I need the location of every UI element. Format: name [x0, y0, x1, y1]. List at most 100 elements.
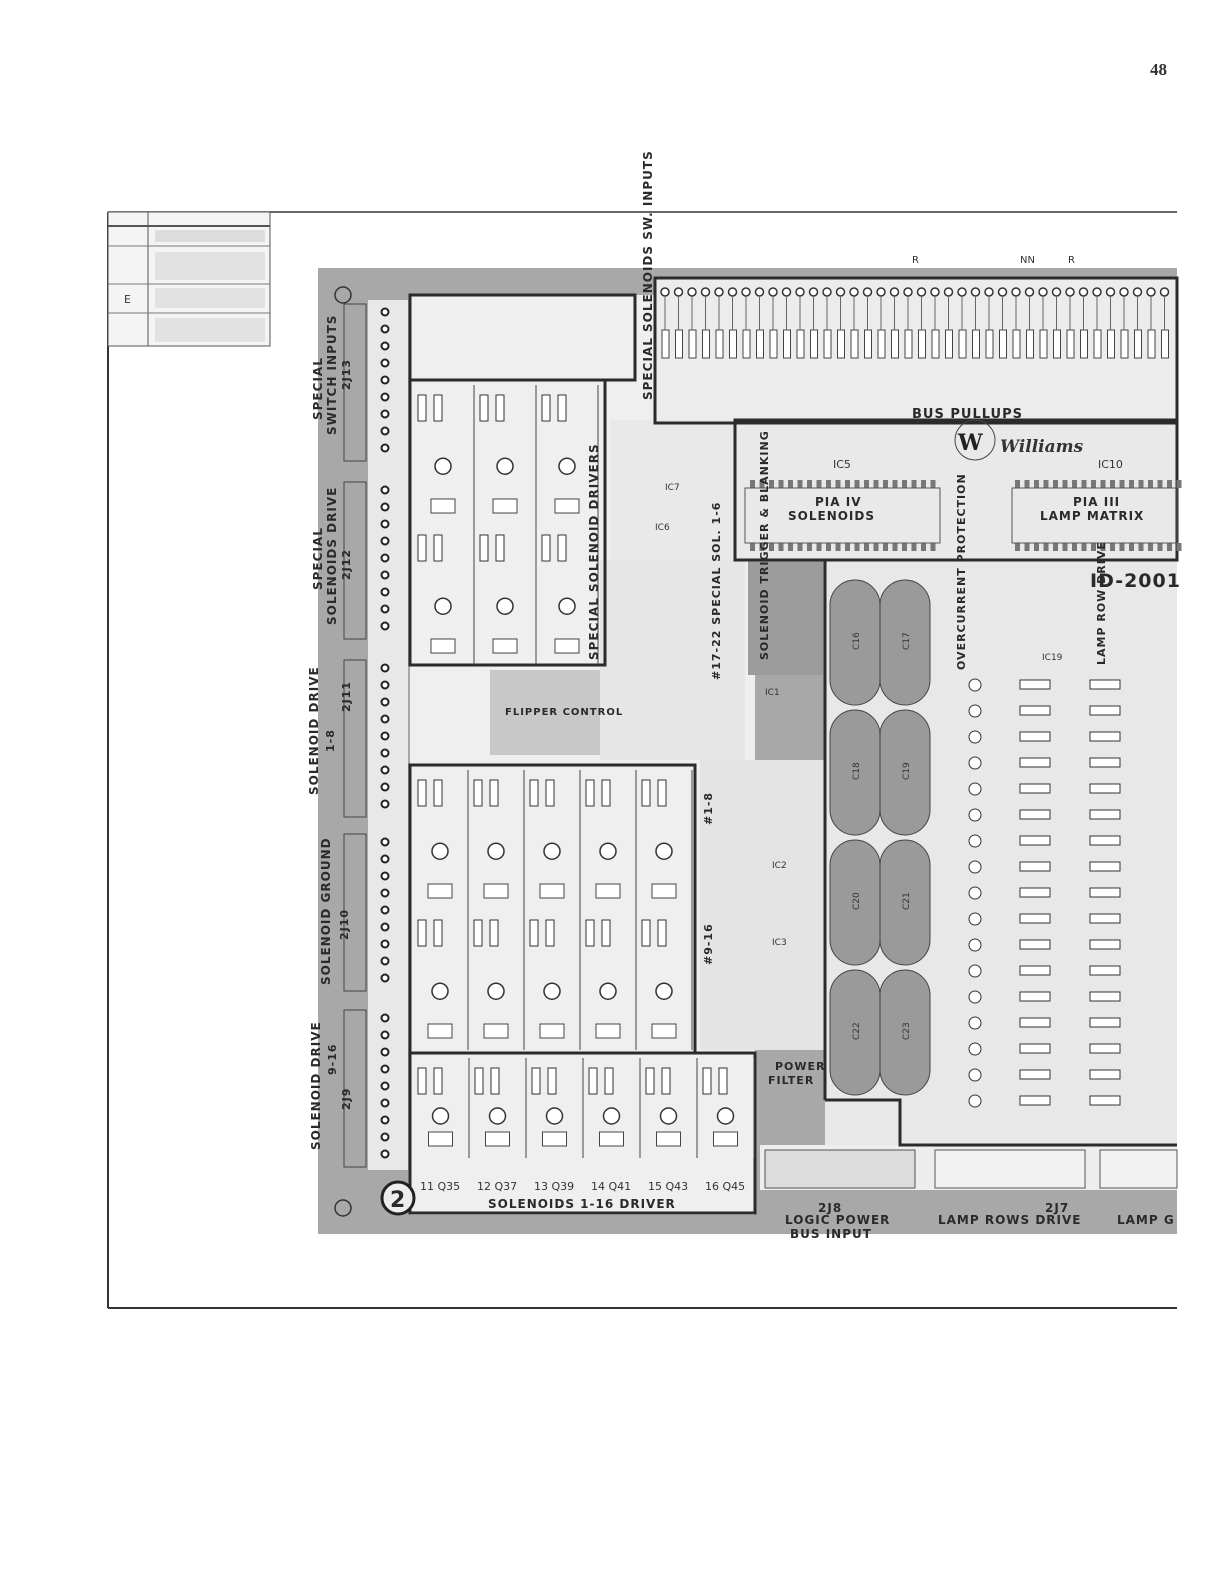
resistor [1089, 913, 1121, 924]
transistor-tab [595, 1023, 621, 1039]
transistor [431, 842, 449, 860]
ic-pin [845, 480, 850, 488]
label-title: SPECIAL [311, 527, 325, 590]
label-title: SOLENOID DRIVE [307, 666, 321, 795]
ic-pin [835, 543, 841, 551]
resistor [433, 394, 443, 422]
ic10-label: IC10 [1098, 458, 1123, 471]
resistor [479, 394, 489, 422]
pullup-pad [687, 287, 697, 297]
pullup-pad [1092, 287, 1102, 297]
resistor [601, 919, 611, 947]
resistor [1019, 861, 1051, 872]
resistor [1019, 1043, 1051, 1054]
ic-pin [1110, 543, 1115, 551]
label-title: SWITCH INPUTS [325, 315, 339, 435]
pullup-resistor [1161, 329, 1169, 359]
transistor [545, 1107, 564, 1125]
driver-number: 16 Q45 [705, 1180, 745, 1193]
pullup-resistor [729, 329, 737, 359]
connector-pin [380, 714, 390, 724]
ic-pin [1043, 543, 1049, 551]
resistor [433, 919, 443, 947]
capacitor-label: C19 [902, 762, 912, 780]
resistor [585, 779, 595, 807]
capacitor [879, 709, 931, 836]
label-ref: 2J10 [338, 909, 351, 940]
connector-pin [380, 519, 390, 529]
ic-pin [797, 480, 803, 488]
ic-pin [807, 480, 812, 488]
ic5-label: IC5 [833, 458, 851, 471]
pad [968, 990, 982, 1004]
pullup-pad [903, 287, 913, 297]
pullup-resistor [891, 329, 899, 359]
resistor [417, 1067, 427, 1095]
connector-pin [380, 837, 390, 847]
capacitor [879, 579, 931, 706]
transistor-tab [427, 883, 453, 899]
resistor [1019, 939, 1051, 950]
transistor-tab [651, 1023, 677, 1039]
connector-2j8: 2J8 LOGIC POWER BUS INPUT [764, 1149, 916, 1241]
mounting-hole [334, 286, 352, 304]
ic-pin [778, 480, 784, 488]
ic-pin [1100, 480, 1106, 488]
resistor [604, 1067, 614, 1095]
label-title: SOLENOID GROUND [319, 837, 333, 985]
connector-pin [380, 871, 390, 881]
transistor-tab [713, 1131, 738, 1147]
connector-pin [380, 905, 390, 915]
connector-pin [380, 392, 390, 402]
capacitor-label: C18 [852, 762, 862, 780]
ic-pin [1034, 480, 1039, 488]
resistor [661, 1067, 671, 1095]
resistor [1089, 1043, 1121, 1054]
ic-pin [1110, 480, 1115, 488]
ic-pin [759, 480, 765, 488]
ic-pin [1138, 480, 1144, 488]
pad [968, 1042, 982, 1056]
ic7-label: IC7 [665, 483, 680, 493]
connector-title: LAMP G [1117, 1213, 1175, 1227]
resistor [1089, 679, 1121, 690]
williams-logo: W Williams [954, 419, 1084, 461]
transistor-tab [539, 883, 565, 899]
ic-pin [1024, 480, 1030, 488]
resistor [1089, 1017, 1121, 1028]
resistor [1019, 1095, 1051, 1106]
pullup-pad [768, 287, 778, 297]
ic-pin [892, 480, 898, 488]
special-solenoid-drivers-label: SPECIAL SOLENOID DRIVERS [587, 443, 601, 660]
transistor [655, 842, 673, 860]
pullup-resistor [918, 329, 926, 359]
resistor [1089, 965, 1121, 976]
overcurrent-label: OVERCURRENT PROTECTION [955, 473, 968, 670]
ic-pin [1176, 543, 1182, 551]
ic-pin [892, 543, 898, 551]
legend-rev-letter: E [124, 293, 131, 306]
ic-pin [750, 480, 755, 488]
connector-pin [380, 765, 390, 775]
resistor [433, 779, 443, 807]
resistor [1019, 1017, 1051, 1028]
transistor-tab [492, 498, 518, 514]
resistor [529, 779, 539, 807]
ic-pin [1119, 543, 1125, 551]
pullup-resistor [1120, 329, 1129, 359]
resistor [1019, 705, 1051, 716]
transistor-tab [427, 1023, 453, 1039]
resistor [641, 919, 651, 947]
pad [968, 938, 982, 952]
connector-pin [380, 854, 390, 864]
ic-pin [930, 543, 936, 551]
transistor [716, 1107, 735, 1125]
transistor [434, 597, 452, 615]
connector-pin [380, 1064, 390, 1074]
ic-pin [864, 480, 869, 488]
capacitor-label: C22 [852, 1022, 862, 1040]
resistor [1019, 1069, 1051, 1080]
ic10-chip [1011, 487, 1178, 544]
transistor [487, 982, 505, 1000]
connector-2j13-label: SPECIAL SWITCH INPUTS 2J13 [311, 315, 353, 435]
